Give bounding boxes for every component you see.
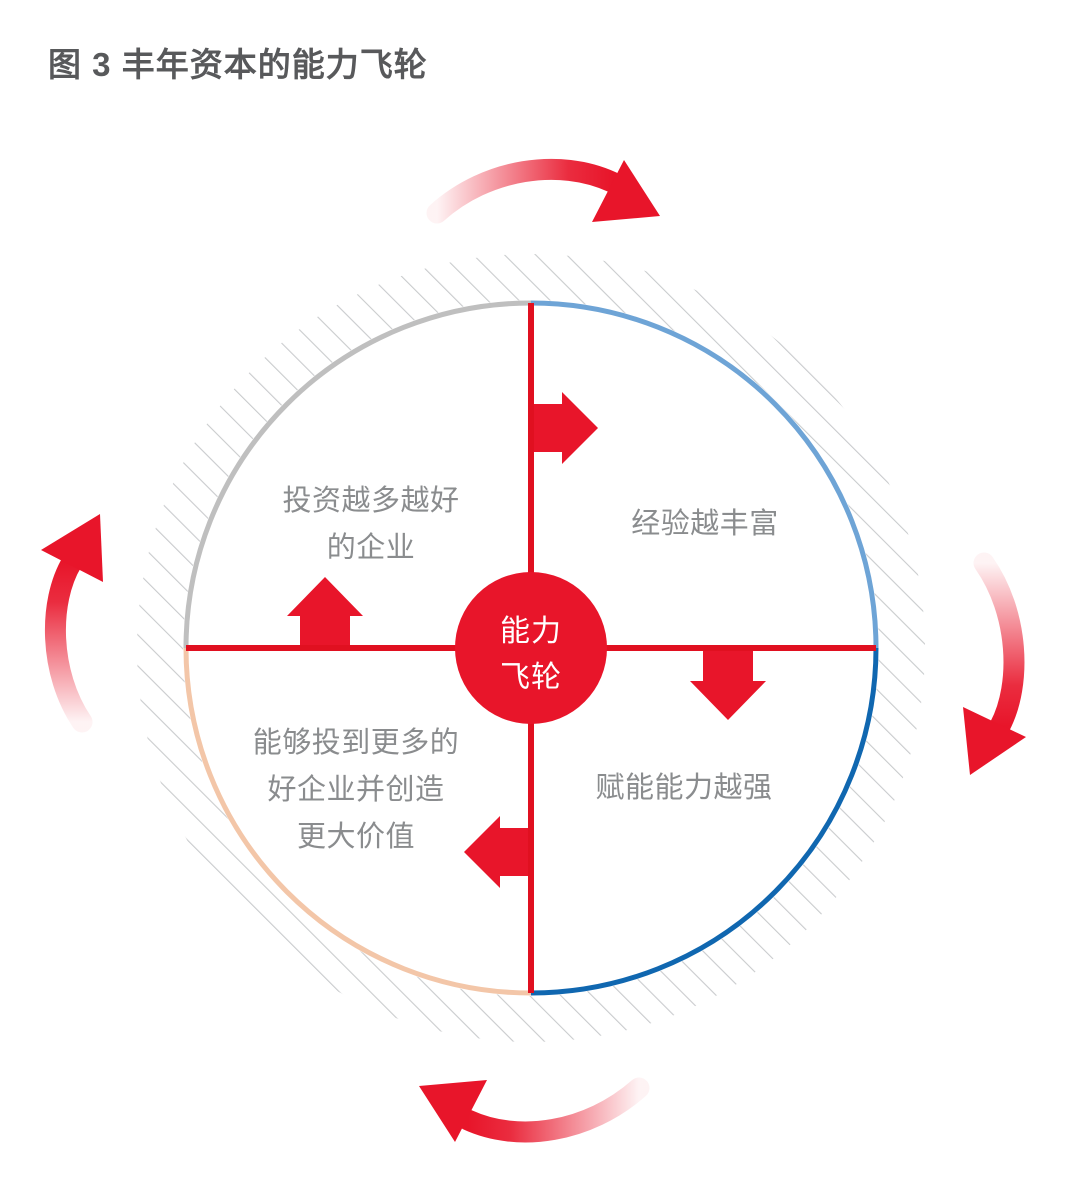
quadrant-label-bottom-left-line1: 能够投到更多的 xyxy=(253,726,460,759)
inner-arrow-top-right-pointing xyxy=(534,392,598,464)
hub-label-line1: 能力 xyxy=(500,615,562,648)
hub-label-line2: 飞轮 xyxy=(500,661,562,694)
quadrant-arcs xyxy=(183,300,879,996)
arc-top-right xyxy=(530,300,879,649)
arc-bottom-right xyxy=(530,647,879,996)
quadrant-label-top-left-line1: 投资越多越好 xyxy=(282,484,459,517)
inner-arrow-bottom-left-pointing xyxy=(464,816,528,888)
inner-arrow-right-down-pointing xyxy=(690,651,766,720)
outer-arrow-left xyxy=(41,514,103,733)
quadrant-label-top-left-line2: 的企业 xyxy=(327,531,416,564)
arc-bottom-left xyxy=(183,647,532,996)
quadrant-label-bottom-right-line1: 赋能能力越强 xyxy=(595,771,772,804)
quadrant-label-top-right-line1: 经验越丰富 xyxy=(631,507,779,540)
quadrant-label-bottom-left-line2: 好企业并创造 xyxy=(267,773,444,806)
inner-arrows xyxy=(287,392,766,888)
arc-top-left xyxy=(183,300,532,649)
hub-circle xyxy=(455,572,607,724)
quadrant-label-bottom-left-line3: 更大价值 xyxy=(297,820,415,853)
outer-arrow-right xyxy=(963,552,1026,775)
outer-arrow-top xyxy=(426,158,660,224)
center-hub: 能力 飞轮 xyxy=(455,572,607,724)
outer-rotation-arrows xyxy=(41,158,1026,1143)
quadrant-labels: 投资越多越好 的企业 经验越丰富 赋能能力越强 能够投到更多的 好企业并创造 更… xyxy=(253,484,779,853)
inner-arrow-left-up-pointing xyxy=(287,577,363,645)
outer-arrow-bottom xyxy=(419,1077,650,1143)
